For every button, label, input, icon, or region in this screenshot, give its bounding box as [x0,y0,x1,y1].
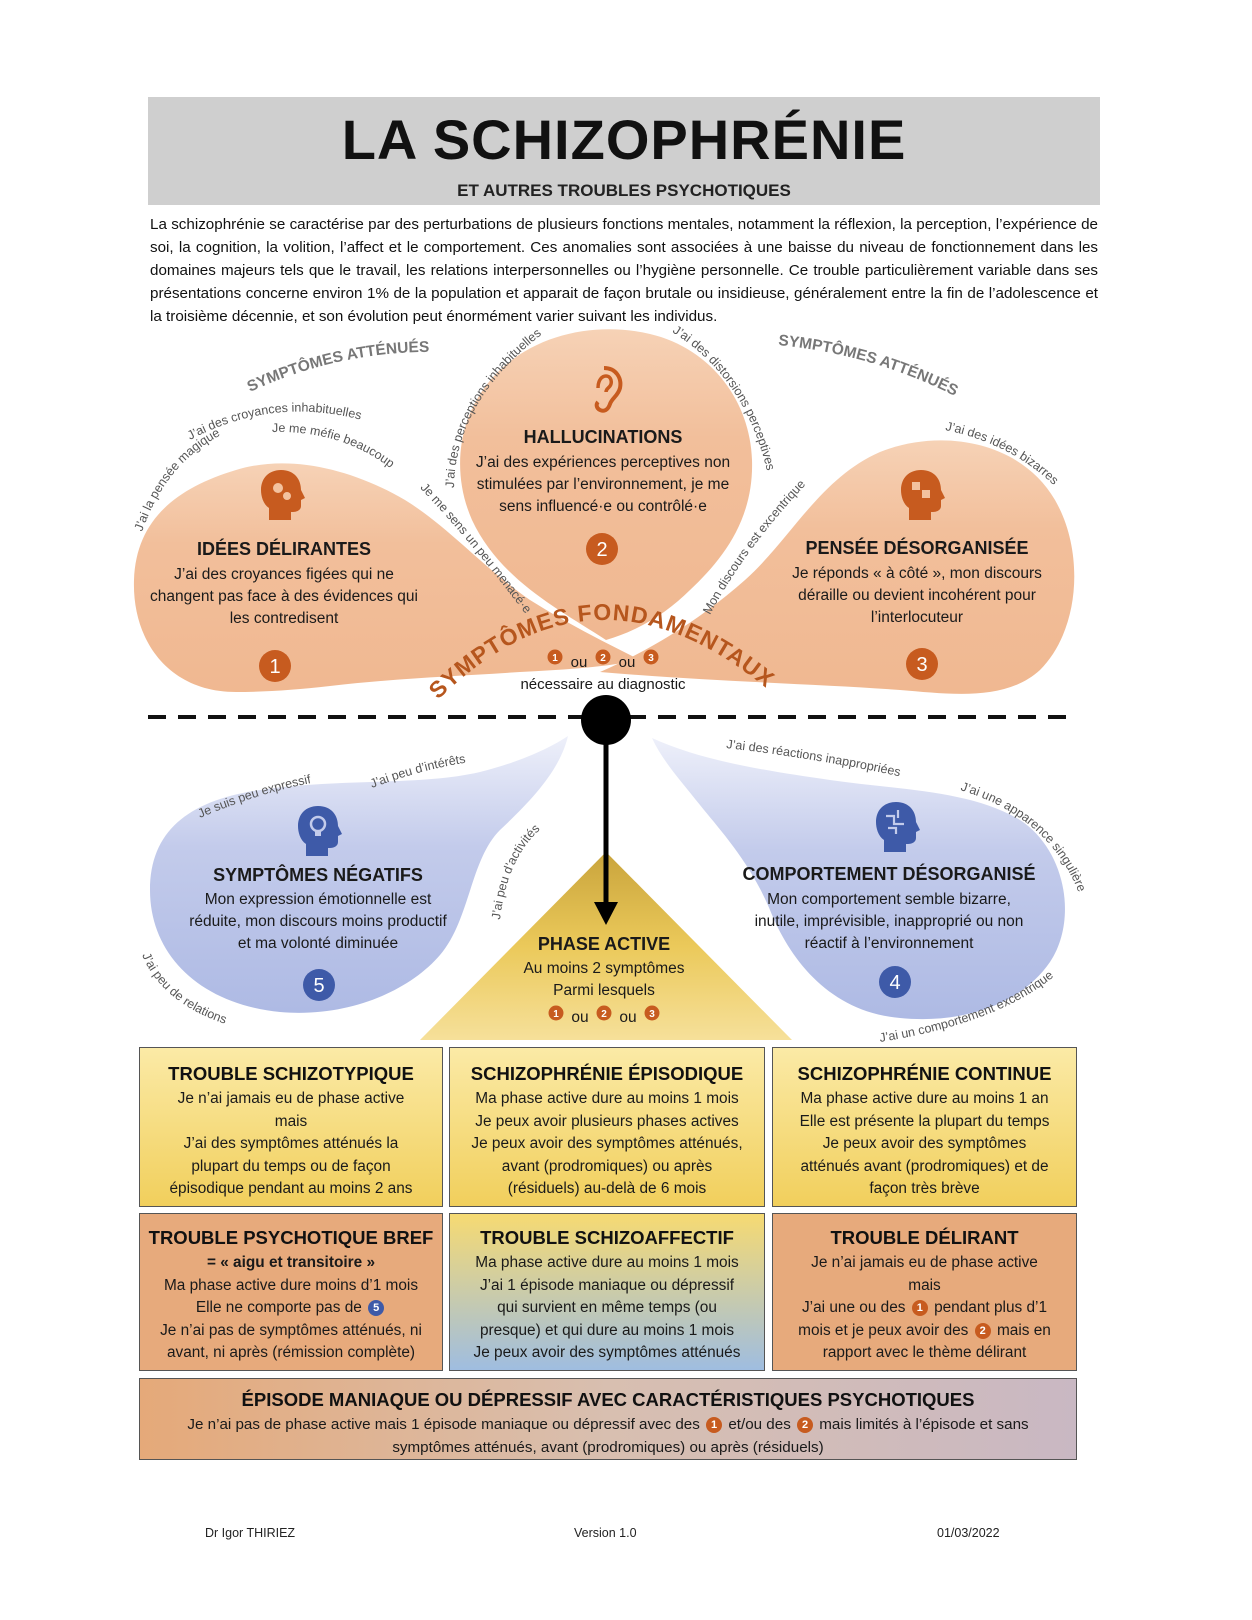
fund-badge-3: 3 [648,653,654,664]
mood-episode-box: ÉPISODE MANIAQUE OU DÉPRESSIF AVEC CARAC… [139,1378,1077,1460]
svg-text:3: 3 [916,654,927,676]
mood-title: ÉPISODE MANIAQUE OU DÉPRESSIF AVEC CARAC… [241,1389,975,1410]
head-gears-icon [261,470,305,520]
delusions-line2: changent pas face à des évidences qui [150,588,418,605]
number-badge-1: 1 [259,650,291,682]
delusions-title: IDÉES DÉLIRANTES [197,538,371,559]
fundamental-or-1: ou [571,654,588,671]
down-arrow [594,722,618,925]
active-phase-pyramid [420,852,792,1040]
active-phase-line2: Parmi lesquels [553,982,655,999]
hallucinations-line3: sens influencé·e ou contrôlé·e [499,498,707,515]
delusional-disorder-box: TROUBLE DÉLIRANT Je n’ai jamais eu de ph… [772,1213,1077,1371]
svg-text:4: 4 [889,972,900,994]
schizotypal-box: TROUBLE SCHIZOTYPIQUE Je n’ai jamais eu … [139,1047,443,1207]
active-phase-line1: Au moins 2 symptômes [523,960,684,977]
number-badge-4: 4 [879,966,911,998]
svg-text:SYMPTÔMES ATTÉNUÉS: SYMPTÔMES ATTÉNUÉS [245,339,430,396]
negative-line2: réduite, mon discours moins productif [189,913,447,930]
fund-badge-2: 2 [600,653,606,664]
svg-text:SYMPTÔMES ATTÉNUÉS: SYMPTÔMES ATTÉNUÉS [778,332,961,400]
hallucinations-title: HALLUCINATIONS [524,427,683,447]
number-badge-2: 2 [586,533,618,565]
attenuated-label-left: SYMPTÔMES ATTÉNUÉS [245,339,430,396]
disorganized-thought-bubble [600,440,1075,694]
page-title: LA SCHIZOPHRÉNIE [341,108,907,171]
disorganized-behavior-line3: réactif à l’environnement [805,935,975,952]
intro-paragraph: La schizophrénie se caractérise par des … [150,216,1098,325]
svg-text:J’ai peu d’activités: J’ai peu d’activités [489,821,542,920]
disorganized-behavior-line1: Mon comportement semble bizarre, [767,891,1011,908]
number-badge-5: 5 [303,969,335,1001]
disorganized-thought-line3: l’interlocuteur [871,609,963,626]
badge-2: 2 [974,1322,991,1339]
delusional-title: TROUBLE DÉLIRANT [830,1227,1019,1248]
negative-line3: et ma volonté diminuée [238,935,398,952]
schizotypal-title: TROUBLE SCHIZOTYPIQUE [168,1063,414,1084]
head-puzzle-icon [901,470,945,520]
active-phase-or-1: ou [571,1009,588,1026]
active-phase-title: PHASE ACTIVE [538,934,670,954]
delusions-line1: J’ai des croyances figées qui ne [174,566,394,583]
svg-text:5: 5 [313,975,324,997]
disorganized-thought-line2: déraille ou devient incohérent pour [798,587,1036,604]
disorganized-behavior-title: COMPORTEMENT DÉSORGANISÉ [742,863,1035,884]
mood-badge-2: 2 [797,1417,814,1433]
fundamental-or-2: ou [619,654,636,671]
disorganized-thought-line1: Je réponds « à côté », mon discours [792,565,1042,582]
schizoaffective-title: TROUBLE SCHIZOAFFECTIF [480,1227,734,1248]
delusions-line3: les contredisent [230,610,339,627]
badge-5: 5 [368,1300,385,1316]
attenuated-suspicious: Je me méfie beaucoup [272,421,397,471]
episodic-schizophrenia-box: SCHIZOPHRÉNIE ÉPISODIQUE Ma phase active… [449,1047,765,1207]
hallucinations-bubble [460,329,753,640]
brief-title: TROUBLE PSYCHOTIQUE BREF [148,1227,434,1248]
svg-text:1: 1 [269,656,280,678]
page-subtitle: ET AUTRES TROUBLES PSYCHOTIQUES [457,181,791,200]
hallucinations-line2: stimulées par l’environnement, je me [477,476,729,493]
phase-badge-2: 2 [601,1009,607,1020]
disorganized-behavior-bubble [652,738,1065,1020]
fund-badge-1: 1 [552,653,558,664]
head-circuit-icon [876,802,920,852]
hallucinations-line1: J’ai des expériences perceptives non [476,454,730,471]
center-node [581,695,631,745]
svg-text:2: 2 [596,539,607,561]
footer-date: 01/03/2022 [937,1526,1000,1540]
title-banner: LA SCHIZOPHRÉNIE ET AUTRES TROUBLES PSYC… [148,97,1100,205]
negative-line1: Mon expression émotionnelle est [205,891,432,908]
active-phase-or-2: ou [619,1009,636,1026]
footer-author: Dr Igor THIRIEZ [205,1526,296,1540]
badge-1: 1 [911,1300,928,1316]
delusions-bubble [133,463,640,692]
brief-psychotic-box: TROUBLE PSYCHOTIQUE BREF = « aigu et tra… [139,1213,443,1371]
disorganized-thought-title: PENSÉE DÉSORGANISÉE [805,537,1028,558]
continuous-title: SCHIZOPHRÉNIE CONTINUE [797,1063,1052,1084]
head-lightbulb-icon [298,806,342,856]
negative-title: SYMPTÔMES NÉGATIFS [213,864,423,885]
phase-badge-1: 1 [553,1009,559,1020]
mood-badge-1: 1 [706,1417,723,1433]
episodic-title: SCHIZOPHRÉNIE ÉPISODIQUE [470,1063,744,1084]
svg-text:Je me méfie beaucoup: Je me méfie beaucoup [272,421,397,471]
ear-icon [594,366,623,413]
continuous-schizophrenia-box: SCHIZOPHRÉNIE CONTINUE Ma phase active d… [772,1047,1077,1207]
negative-symptoms-bubble [150,736,568,1013]
disorganized-behavior-line2: inutile, imprévisible, inapproprié ou no… [755,913,1024,930]
number-badge-3: 3 [906,648,938,680]
attenuated-activities: J’ai peu d’activités [489,821,542,920]
phase-badge-3: 3 [649,1009,655,1020]
footer-version: Version 1.0 [574,1526,637,1540]
fundamental-note: nécessaire au diagnostic [520,676,686,693]
schizoaffective-box: TROUBLE SCHIZOAFFECTIF Ma phase active d… [449,1213,765,1371]
attenuated-label-right: SYMPTÔMES ATTÉNUÉS [778,332,961,400]
brief-subtitle: = « aigu et transitoire » [206,1254,376,1271]
